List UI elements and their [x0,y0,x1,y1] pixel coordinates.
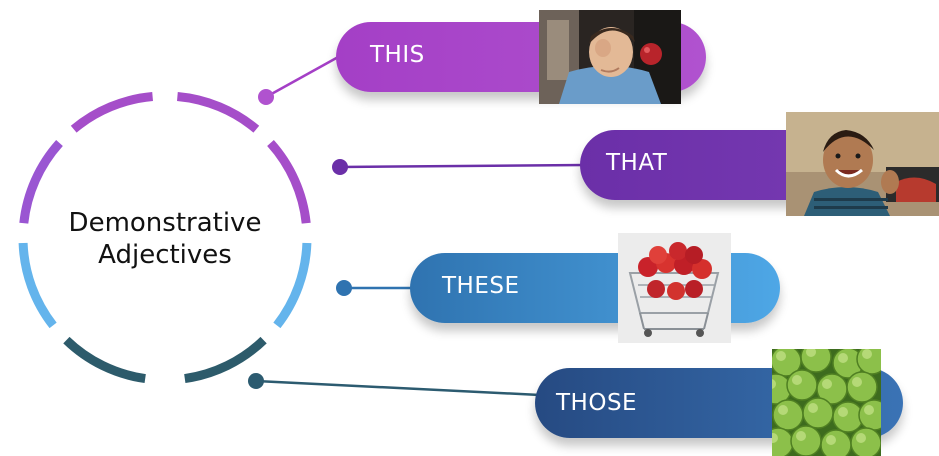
ring-segment [18,242,57,329]
connector-dot-those [248,373,264,389]
connector-those [255,379,541,397]
ring-segment [176,92,260,133]
ring-segment [63,336,146,384]
connector-dot-that [332,159,348,175]
ring-segment [19,139,63,224]
connector-dot-these [336,280,352,296]
ring-segment [184,336,267,384]
center-title: Demonstrative Adjectives [40,207,290,271]
center-title-line1: Demonstrative [68,208,262,238]
connector-this [265,54,341,99]
ring-segment [70,92,154,133]
ring-segment [267,139,311,224]
ring-segment [273,242,312,329]
connector-that [339,163,586,169]
boy-with-apple-photo [539,10,681,104]
smiling-boy-photo [786,112,939,216]
green-apples-photo [772,349,881,456]
center-ring [18,92,312,384]
pill-label-those: THOSE [556,390,638,416]
pill-label-that: THAT [606,150,668,176]
center-title-line2: Adjectives [98,240,232,270]
pill-label-these: THESE [442,273,520,299]
apples-in-cart-photo [618,233,731,343]
pill-label-this: THIS [370,42,425,68]
connector-dot-this [258,89,274,105]
